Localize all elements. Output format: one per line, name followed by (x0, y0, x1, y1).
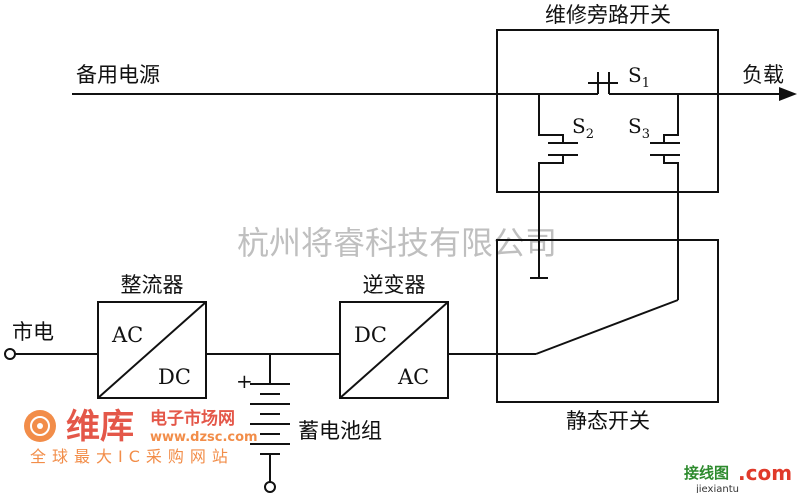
battery-label: 蓄电池组 (298, 419, 382, 443)
s3-branch-upper (663, 94, 679, 143)
static-switch-blade (535, 299, 679, 355)
rectifier-dc-label: DC (158, 365, 191, 389)
dzsc-url: www.dzsc.com (150, 430, 258, 445)
dzsc-tagline: 电子市场网 (150, 408, 235, 429)
s2-label: S2 (572, 114, 594, 142)
inverter-diagonal (339, 301, 449, 399)
static-switch-box (496, 239, 719, 403)
bypass-switch-box (496, 29, 719, 193)
dzsc-slogan: 全球最大IC采购网站 (30, 447, 234, 466)
jiexiantu-logo: 接线图 .com jiexiantu (684, 461, 792, 493)
watermark-text: 杭州将睿科技有限公司 (237, 224, 557, 262)
battery-terminal-icon (264, 481, 276, 493)
s2-branch-upper (538, 94, 564, 143)
mains-label: 市电 (12, 320, 54, 344)
load-arrow-icon (779, 87, 797, 101)
jiexiantu-cn: 接线图 (684, 464, 729, 482)
jiexiantu-url: jiexiantu (695, 484, 739, 493)
inverter-ac-label: AC (397, 365, 429, 389)
backup-power-label: 备用电源 (76, 63, 160, 87)
s1-label: S1 (628, 63, 650, 91)
battery-plus-label: + (236, 369, 253, 393)
dzsc-logo: 维库 电子市场网 www.dzsc.com 全球最大IC采购网站 (24, 407, 258, 466)
inverter-dc-label: DC (354, 323, 387, 347)
load-label: 负载 (742, 63, 784, 87)
rectifier-label: 整流器 (121, 273, 184, 297)
rectifier-ac-label: AC (111, 323, 143, 347)
rectifier-diagonal (97, 301, 207, 399)
static-switch-label: 静态开关 (566, 409, 650, 433)
rectifier-box (97, 301, 207, 399)
dzsc-brand-text: 维库 (66, 407, 134, 447)
s3-label: S3 (628, 114, 650, 142)
bypass-switch-label: 维修旁路开关 (545, 3, 671, 27)
s3-branch-lower (663, 155, 679, 300)
jiexiantu-dot-com: .com (738, 461, 792, 485)
inverter-label: 逆变器 (363, 273, 426, 297)
s2-branch-lower (538, 155, 564, 278)
inverter-box (339, 301, 449, 399)
mains-terminal-icon (4, 348, 16, 360)
